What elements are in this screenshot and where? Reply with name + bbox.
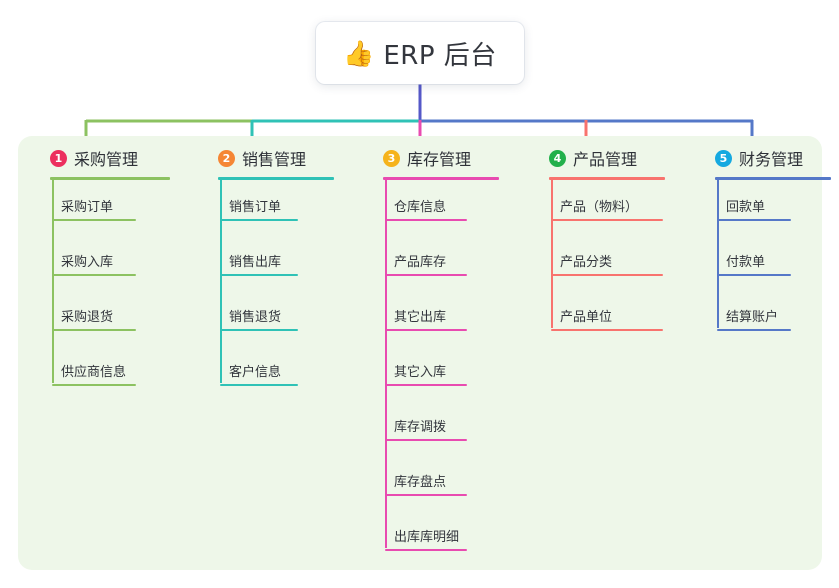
leaf-item-underline: [52, 219, 136, 221]
leaf-item-underline: [717, 274, 791, 276]
leaf-item-label: 库存盘点: [394, 475, 447, 490]
root-node-card[interactable]: 👍 ERP 后台: [316, 22, 524, 84]
leaf-item-label: 付款单: [726, 255, 766, 270]
leaf-item[interactable]: 产品库存: [385, 251, 467, 276]
leaf-item-underline: [385, 494, 467, 496]
leaf-item-underline: [717, 329, 791, 331]
leaf-item-label: 采购订单: [61, 200, 114, 215]
leaf-item-underline: [52, 384, 136, 386]
branch-badge-1: 1: [50, 149, 67, 167]
branch-header-3[interactable]: 3 库存管理: [363, 146, 523, 170]
leaf-item[interactable]: 其它出库: [385, 306, 467, 331]
branch-header-2[interactable]: 2 销售管理: [198, 146, 358, 170]
leaf-item-label: 产品单位: [560, 310, 613, 325]
leaf-item-underline: [385, 274, 467, 276]
leaf-item-label: 销售退货: [229, 310, 282, 325]
branch-badge-3: 3: [383, 149, 400, 167]
branch-header-5[interactable]: 5 财务管理: [695, 146, 839, 170]
branch-badge-5: 5: [715, 149, 732, 167]
branch-title-2: 销售管理: [242, 150, 307, 169]
branch-spine-3: [385, 180, 387, 548]
leaf-item[interactable]: 付款单: [717, 251, 791, 276]
leaf-item[interactable]: 销售出库: [220, 251, 298, 276]
leaf-item-underline: [551, 274, 663, 276]
leaf-item-label: 出库库明细: [394, 530, 460, 545]
leaf-item-underline: [551, 329, 663, 331]
branch-header-1[interactable]: 1 采购管理: [30, 146, 190, 170]
branch-column-1: 1 采购管理采购订单采购入库采购退货供应商信息: [30, 146, 190, 386]
leaf-item-underline: [220, 219, 298, 221]
branch-title-5: 财务管理: [739, 150, 804, 169]
leaf-item[interactable]: 采购订单: [52, 196, 136, 221]
root-node-title: ERP 后台: [383, 40, 497, 71]
leaf-item-label: 结算账户: [726, 310, 779, 325]
leaf-item[interactable]: 库存盘点: [385, 471, 467, 496]
leaf-item[interactable]: 产品（物料）: [551, 196, 663, 221]
branch-badge-4: 4: [549, 149, 566, 167]
branch-column-4: 4 产品管理产品（物料） 产品分类产品单位: [529, 146, 689, 331]
leaf-item-label: 回款单: [726, 200, 766, 215]
branch-title-4: 产品管理: [573, 150, 638, 169]
leaf-item[interactable]: 仓库信息: [385, 196, 467, 221]
leaf-item-label: 其它出库: [394, 310, 447, 325]
leaf-item-label: 库存调拨: [394, 420, 447, 435]
branch-column-2: 2 销售管理销售订单销售出库销售退货客户信息: [198, 146, 358, 386]
leaf-item[interactable]: 库存调拨: [385, 416, 467, 441]
branch-header-4[interactable]: 4 产品管理: [529, 146, 689, 170]
leaf-item-label: 仓库信息: [394, 200, 447, 215]
leaf-item[interactable]: 产品单位: [551, 306, 663, 331]
leaf-item[interactable]: 采购入库: [52, 251, 136, 276]
leaf-item-underline: [52, 329, 136, 331]
thumbs-up-icon: 👍: [343, 38, 375, 68]
leaf-item-underline: [385, 329, 467, 331]
leaf-item[interactable]: 回款单: [717, 196, 791, 221]
branch-title-3: 库存管理: [407, 150, 472, 169]
leaf-item-underline: [385, 439, 467, 441]
branch-spine-2: [220, 180, 222, 383]
leaf-item-label: 销售订单: [229, 200, 282, 215]
leaf-item[interactable]: 出库库明细: [385, 526, 467, 551]
branch-column-3: 3 库存管理仓库信息产品库存其它出库其它入库库存调拨库存盘点出库库明细: [363, 146, 523, 551]
branch-underline-5: [715, 177, 831, 180]
leaf-item[interactable]: 结算账户: [717, 306, 791, 331]
leaf-item[interactable]: 产品分类: [551, 251, 663, 276]
leaf-item[interactable]: 其它入库: [385, 361, 467, 386]
leaf-item-underline: [717, 219, 791, 221]
leaf-item-underline: [52, 274, 136, 276]
leaf-item-label: 产品库存: [394, 255, 447, 270]
leaf-item[interactable]: 客户信息: [220, 361, 298, 386]
branch-underline-2: [218, 177, 334, 180]
branch-underline-4: [549, 177, 665, 180]
leaf-item-label: 采购入库: [61, 255, 114, 270]
branch-badge-2: 2: [218, 149, 235, 167]
leaf-item[interactable]: 销售订单: [220, 196, 298, 221]
leaf-item-underline: [220, 329, 298, 331]
branch-spine-5: [717, 180, 719, 328]
branch-column-5: 5 财务管理回款单付款单结算账户: [695, 146, 839, 331]
leaf-item-label: 产品（物料）: [560, 200, 639, 215]
branch-underline-3: [383, 177, 499, 180]
leaf-item-underline: [220, 384, 298, 386]
leaf-item-label: 供应商信息: [61, 365, 127, 380]
leaf-item-underline: [385, 549, 467, 551]
branch-title-1: 采购管理: [74, 150, 139, 169]
leaf-item-underline: [385, 219, 467, 221]
leaf-item[interactable]: 销售退货: [220, 306, 298, 331]
leaf-item[interactable]: 供应商信息: [52, 361, 136, 386]
leaf-item-label: 客户信息: [229, 365, 282, 380]
leaf-item-label: 销售出库: [229, 255, 282, 270]
branch-spine-1: [52, 180, 54, 383]
leaf-item-underline: [220, 274, 298, 276]
branch-underline-1: [50, 177, 170, 180]
leaf-item[interactable]: 采购退货: [52, 306, 136, 331]
branch-spine-4: [551, 180, 553, 328]
diagram-panel: [18, 136, 822, 570]
leaf-item-label: 产品分类: [560, 255, 613, 270]
leaf-item-label: 其它入库: [394, 365, 447, 380]
leaf-item-underline: [551, 219, 663, 221]
leaf-item-label: 采购退货: [61, 310, 114, 325]
leaf-item-underline: [385, 384, 467, 386]
